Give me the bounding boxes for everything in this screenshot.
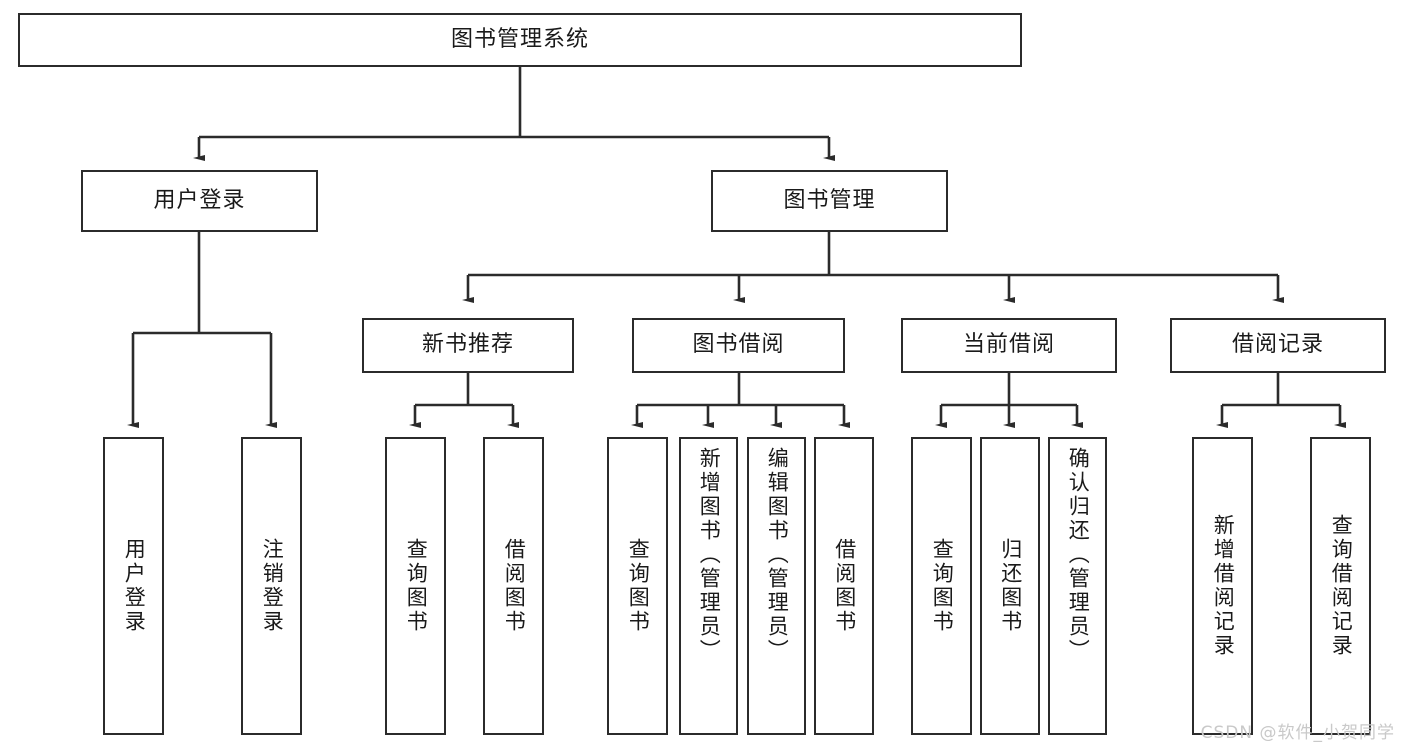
leaf-borrow-book-recommend-label: 借阅图书 <box>502 538 527 634</box>
leaf-query-book-current[interactable]: 查询图书 <box>911 437 972 735</box>
leaf-query-book-borrow[interactable]: 查询图书 <box>607 437 668 735</box>
watermark: CSDN @软件_小贺同学 <box>1200 723 1395 743</box>
node-root-label: 图书管理系统 <box>450 26 589 52</box>
node-user-login[interactable]: 用户登录 <box>81 170 318 232</box>
node-new-book-recommend[interactable]: 新书推荐 <box>362 318 574 373</box>
leaf-edit-book-admin-label: 编辑图书（管理员） <box>765 447 790 663</box>
node-new-book-recommend-label: 新书推荐 <box>421 332 514 358</box>
node-root[interactable]: 图书管理系统 <box>18 13 1022 67</box>
leaf-user-login-label: 用户登录 <box>122 538 147 634</box>
leaf-add-book-admin-label: 新增图书（管理员） <box>697 447 722 663</box>
node-book-borrow-label: 图书借阅 <box>692 332 785 358</box>
node-borrow-record[interactable]: 借阅记录 <box>1170 318 1386 373</box>
leaf-confirm-return-admin-label: 确认归还（管理员） <box>1066 447 1091 663</box>
leaf-user-logout-label: 注销登录 <box>260 538 285 634</box>
node-book-management-label: 图书管理 <box>783 187 876 213</box>
leaf-query-book-borrow-label: 查询图书 <box>626 538 651 634</box>
node-current-borrow[interactable]: 当前借阅 <box>901 318 1117 373</box>
node-book-management[interactable]: 图书管理 <box>711 170 948 232</box>
leaf-user-logout[interactable]: 注销登录 <box>241 437 302 735</box>
leaf-query-book-recommend[interactable]: 查询图书 <box>385 437 446 735</box>
leaf-query-book-recommend-label: 查询图书 <box>404 538 429 634</box>
node-borrow-record-label: 借阅记录 <box>1231 332 1324 358</box>
leaf-return-book-label: 归还图书 <box>998 538 1023 634</box>
leaf-add-borrow-record-label: 新增借阅记录 <box>1211 514 1236 658</box>
node-user-login-label: 用户登录 <box>153 187 246 213</box>
leaf-borrow-book-recommend[interactable]: 借阅图书 <box>483 437 544 735</box>
node-book-borrow[interactable]: 图书借阅 <box>632 318 845 373</box>
node-current-borrow-label: 当前借阅 <box>962 332 1055 358</box>
leaf-add-borrow-record[interactable]: 新增借阅记录 <box>1192 437 1253 735</box>
leaf-return-book[interactable]: 归还图书 <box>980 437 1040 735</box>
leaf-user-login[interactable]: 用户登录 <box>103 437 164 735</box>
leaf-query-borrow-record-label: 查询借阅记录 <box>1329 514 1354 658</box>
leaf-add-book-admin[interactable]: 新增图书（管理员） <box>679 437 738 735</box>
leaf-query-book-current-label: 查询图书 <box>930 538 955 634</box>
leaf-borrow-book-label: 借阅图书 <box>832 538 857 634</box>
leaf-query-borrow-record[interactable]: 查询借阅记录 <box>1310 437 1371 735</box>
leaf-confirm-return-admin[interactable]: 确认归还（管理员） <box>1048 437 1107 735</box>
leaf-edit-book-admin[interactable]: 编辑图书（管理员） <box>747 437 806 735</box>
leaf-borrow-book[interactable]: 借阅图书 <box>814 437 874 735</box>
